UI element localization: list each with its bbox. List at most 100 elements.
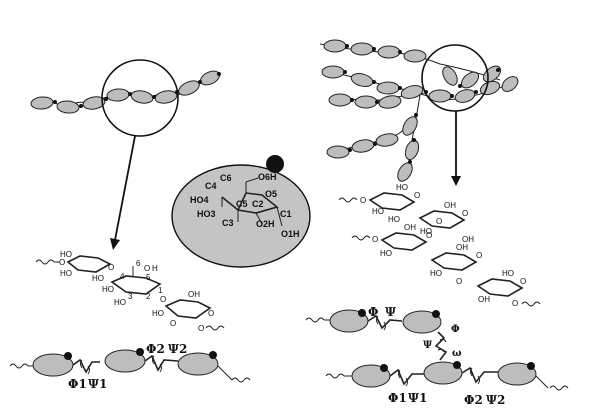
label-ho4: HO4 xyxy=(190,195,209,205)
torsion-psi2-right: Ψ2 xyxy=(486,393,505,407)
atom-label: O xyxy=(462,209,468,218)
branch-residue xyxy=(479,80,501,96)
atom-label: O xyxy=(108,263,114,272)
atom-label: HO xyxy=(420,227,432,236)
label-c1: C1 xyxy=(280,209,292,219)
monomer-ellipse xyxy=(171,164,311,268)
atom-label: O xyxy=(476,251,482,260)
torsion-psi2-left: Ψ2 xyxy=(168,342,187,356)
label-c5: C5 xyxy=(236,199,248,209)
chain-residue xyxy=(30,96,54,110)
atom-label: O xyxy=(59,258,65,267)
magnifier-circle-right xyxy=(421,44,489,112)
label-o5: O5 xyxy=(265,189,277,199)
atom-label: 4 xyxy=(120,272,125,281)
branch-residue xyxy=(403,49,427,63)
atom-label: HO xyxy=(60,269,72,278)
right-linkage-schematic: Φ Ψ Φ Ψ ω Φ1 Ψ1 Φ2 Ψ2 xyxy=(305,305,569,407)
torsion-psi1-left: Ψ1 xyxy=(88,377,107,391)
branch-residue xyxy=(321,65,345,79)
atom-label: O xyxy=(520,277,526,286)
atom-label: O xyxy=(208,309,214,318)
atom-label: H xyxy=(152,264,158,273)
torsion-phi2-left: Φ2 xyxy=(146,342,165,356)
atom-label: 5 xyxy=(146,273,151,282)
chain-residue xyxy=(200,70,220,86)
branch-residue xyxy=(350,42,374,56)
atom-label: OH xyxy=(456,243,468,252)
torsion-phi2-right: Φ2 xyxy=(464,393,483,407)
atom-label: HO xyxy=(152,309,164,318)
atom-label: OH xyxy=(188,290,200,299)
atom-label: HO xyxy=(114,298,126,307)
branch-residue xyxy=(428,89,452,103)
chain-residue xyxy=(56,100,80,114)
label-c2: C2 xyxy=(252,199,264,209)
atom-label: O xyxy=(144,264,150,273)
atom-label: HO xyxy=(502,269,514,278)
left-structural-formula: O HO HO HO O 6 O H 4 5 1 3 2 HO HO O HO … xyxy=(35,250,225,333)
label-o2h: O2H xyxy=(256,219,275,229)
branch-residue xyxy=(375,133,399,147)
branch-residue xyxy=(377,45,401,59)
branch-residue xyxy=(326,145,350,159)
atom-label: HO xyxy=(92,274,104,283)
atom-label: OH xyxy=(478,295,490,304)
branch-residue xyxy=(501,76,519,92)
branch-residue xyxy=(442,66,458,86)
branch-residue xyxy=(328,93,352,107)
atom-label: O xyxy=(198,324,204,333)
branch-residue xyxy=(397,162,413,182)
branched-chain xyxy=(319,39,519,182)
arrow-left xyxy=(114,135,136,241)
atom-label: O xyxy=(372,235,378,244)
branch-residue xyxy=(460,71,480,89)
magnifier-circle-left xyxy=(101,59,179,137)
torsion-phi1-left: Φ1 xyxy=(68,377,87,391)
residue-ellipse xyxy=(402,310,442,334)
branch-residue xyxy=(350,73,374,87)
atom-label: 1 xyxy=(158,286,163,295)
branch-residue xyxy=(400,85,424,99)
atom-label: O xyxy=(160,295,166,304)
atom-label: HO xyxy=(380,249,392,258)
chain-residue xyxy=(82,96,106,110)
torsion-phi-branch: Φ xyxy=(451,324,460,335)
atom-label: O xyxy=(426,231,432,240)
torsion-psi-top: Ψ xyxy=(385,305,396,319)
monomer-marker-dot xyxy=(266,155,284,173)
atom-label: OH xyxy=(404,223,416,232)
linear-chain xyxy=(30,70,221,114)
atom-label: OH xyxy=(462,235,474,244)
branch-residue xyxy=(378,95,402,109)
center-monomer: C6 O6H C4 O5 HO4 C5 C2 HO3 C1 C3 O2H O1H xyxy=(171,155,311,268)
branch-residue xyxy=(454,89,476,103)
atom-label: HO xyxy=(396,183,408,192)
torsion-phi1-right: Φ1 xyxy=(388,391,407,405)
atom-label: HO xyxy=(430,269,442,278)
branch-residue xyxy=(404,139,420,161)
chain-residue xyxy=(154,90,178,104)
atom-label: O xyxy=(456,277,462,286)
branch-residue xyxy=(376,81,400,95)
label-c4: C4 xyxy=(205,181,217,191)
torsion-omega-branch: ω xyxy=(452,348,462,359)
branch-residue xyxy=(351,139,375,153)
branch-residue xyxy=(323,39,347,53)
atom-label: 3 xyxy=(128,292,133,301)
atom-label: 6 xyxy=(136,259,141,268)
atom-label: HO xyxy=(388,215,400,224)
chain-residue xyxy=(178,80,200,96)
right-structural-formula: O HO HO O OH HO O O OH HO O OH HO O O HO… xyxy=(338,183,541,308)
atom-label: O xyxy=(436,217,442,226)
atom-label: O xyxy=(170,319,176,328)
label-o1h: O1H xyxy=(281,229,300,239)
atom-label: OH xyxy=(444,201,456,210)
label-c3: C3 xyxy=(222,218,234,228)
residue-ellipse xyxy=(497,362,537,386)
branch-residue xyxy=(354,95,378,109)
atom-label: HO xyxy=(102,285,114,294)
label-ho3: HO3 xyxy=(197,209,216,219)
branch-residue xyxy=(402,116,418,136)
